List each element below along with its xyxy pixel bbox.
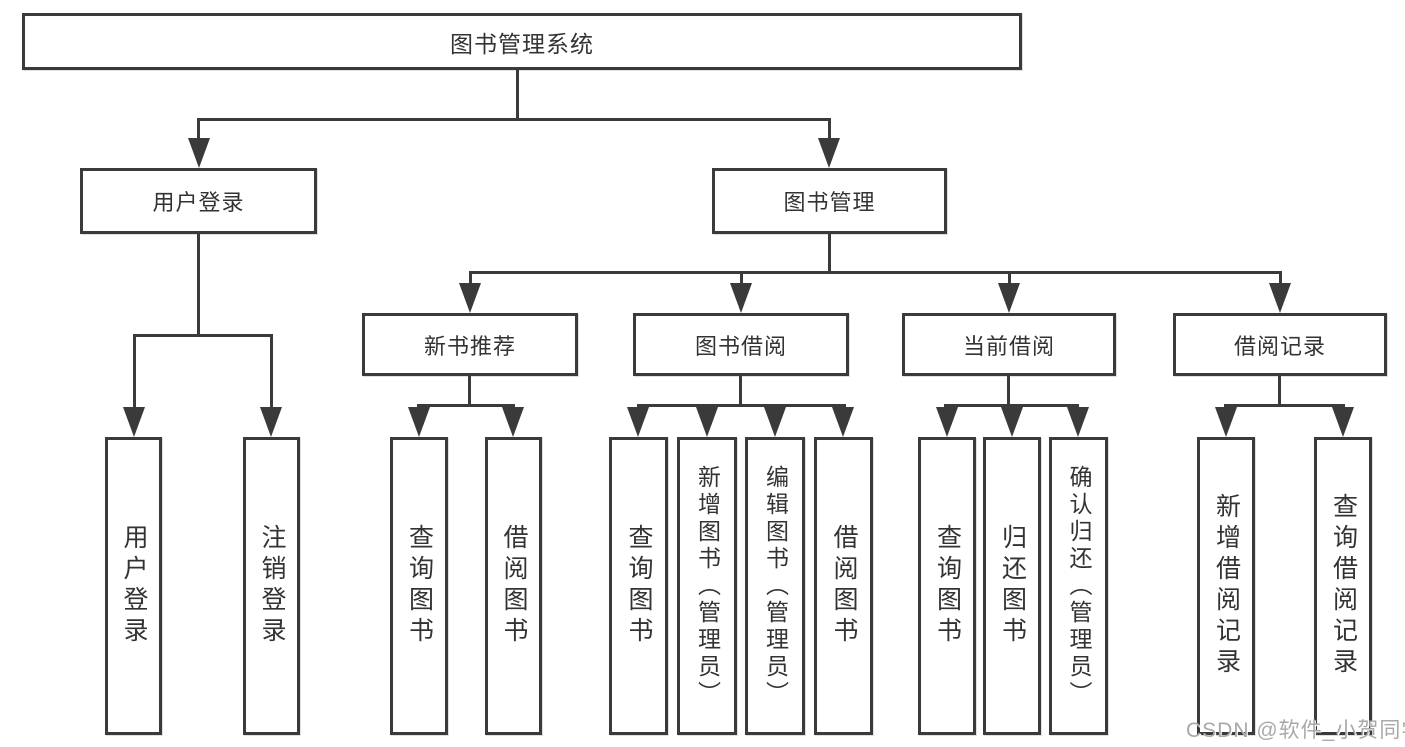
arrowhead-down-icon bbox=[123, 407, 145, 437]
leaf-label: 确认归还（管理员） bbox=[1066, 464, 1092, 708]
arrowhead-down-icon bbox=[998, 283, 1020, 313]
leaf-label: 新增图书（管理员） bbox=[694, 464, 721, 708]
leaf-logout-login: 注销登录 bbox=[243, 437, 300, 735]
arrowhead-down-icon bbox=[832, 407, 854, 437]
arrowhead-down-icon bbox=[459, 283, 481, 313]
connector-line bbox=[270, 334, 273, 407]
leaf-return-book: 归还图书 bbox=[983, 437, 1041, 735]
node-label: 图书借阅 bbox=[694, 333, 787, 359]
connector-line bbox=[197, 234, 200, 337]
leaf-borrow-books-borrowing: 借阅图书 bbox=[814, 437, 873, 735]
leaf-user-login: 用户登录 bbox=[105, 437, 162, 735]
connector-line bbox=[417, 404, 515, 407]
connector-line bbox=[469, 271, 1282, 274]
node-label: 借阅记录 bbox=[1233, 333, 1326, 359]
arrowhead-down-icon bbox=[936, 407, 958, 437]
leaf-add-book-admin: 新增图书（管理员） bbox=[677, 437, 737, 735]
leaf-query-books-borrowing: 查询图书 bbox=[609, 437, 668, 735]
node-label: 用户登录 bbox=[152, 190, 245, 215]
leaf-label: 查询图书 bbox=[933, 524, 962, 648]
node-label: 图书管理 bbox=[783, 190, 876, 215]
node-new-book-recommendation: 新书推荐 bbox=[362, 313, 578, 376]
leaf-confirm-return-admin: 确认归还（管理员） bbox=[1049, 437, 1108, 735]
connector-line bbox=[944, 404, 1079, 407]
leaf-query-books-recommend: 查询图书 bbox=[390, 437, 448, 735]
leaf-label: 查询图书 bbox=[405, 524, 434, 648]
arrowhead-down-icon bbox=[408, 407, 430, 437]
node-current-borrowing: 当前借阅 bbox=[902, 313, 1116, 376]
connector-line bbox=[637, 404, 846, 407]
connector-line bbox=[468, 376, 471, 406]
arrowhead-down-icon bbox=[1332, 407, 1354, 437]
leaf-label: 查询图书 bbox=[625, 524, 653, 648]
leaf-edit-book-admin: 编辑图书（管理员） bbox=[745, 437, 805, 735]
connector-line bbox=[740, 271, 743, 285]
leaf-label: 编辑图书（管理员） bbox=[762, 464, 789, 708]
connector-line bbox=[739, 376, 742, 406]
arrowhead-down-icon bbox=[260, 407, 282, 437]
arrowhead-down-icon bbox=[188, 138, 210, 168]
leaf-label: 查询借阅记录 bbox=[1329, 493, 1358, 679]
connector-line bbox=[516, 70, 519, 118]
arrowhead-down-icon bbox=[730, 283, 752, 313]
leaf-label: 新增借阅记录 bbox=[1212, 493, 1241, 679]
node-borrowing-records: 借阅记录 bbox=[1173, 313, 1387, 376]
node-book-borrowing: 图书借阅 bbox=[633, 313, 849, 376]
watermark: CSDN @软件_小贺同学 bbox=[1186, 719, 1405, 742]
leaf-query-borrow-record: 查询借阅记录 bbox=[1314, 437, 1372, 735]
arrowhead-down-icon bbox=[502, 407, 524, 437]
connector-line bbox=[828, 234, 831, 273]
node-label: 图书管理系统 bbox=[450, 30, 594, 57]
leaf-label: 归还图书 bbox=[998, 524, 1027, 648]
connector-line bbox=[828, 118, 831, 142]
arrowhead-down-icon bbox=[1067, 407, 1089, 437]
node-user-login: 用户登录 bbox=[80, 168, 317, 234]
node-label: 当前借阅 bbox=[962, 333, 1055, 359]
leaf-label: 借阅图书 bbox=[830, 524, 858, 648]
arrowhead-down-icon bbox=[1001, 407, 1023, 437]
node-book-management: 图书管理 bbox=[712, 168, 947, 234]
arrowhead-down-icon bbox=[1269, 283, 1291, 313]
arrowhead-down-icon bbox=[818, 138, 840, 168]
leaf-borrow-books-recommend: 借阅图书 bbox=[485, 437, 542, 735]
node-label: 新书推荐 bbox=[423, 333, 516, 359]
arrowhead-down-icon bbox=[627, 407, 649, 437]
leaf-label: 注销登录 bbox=[258, 524, 286, 648]
arrowhead-down-icon bbox=[696, 407, 718, 437]
connector-line bbox=[133, 334, 273, 337]
connector-line bbox=[1007, 376, 1010, 406]
connector-line bbox=[1008, 271, 1011, 285]
leaf-label: 用户登录 bbox=[120, 524, 148, 648]
connector-line bbox=[1278, 376, 1281, 406]
leaf-query-books-current: 查询图书 bbox=[918, 437, 976, 735]
connector-line bbox=[1224, 404, 1345, 407]
connector-line bbox=[197, 118, 831, 121]
connector-line bbox=[469, 271, 472, 285]
leaf-label: 借阅图书 bbox=[500, 524, 528, 648]
connector-line bbox=[133, 334, 136, 407]
node-library-management-system: 图书管理系统 bbox=[22, 13, 1022, 70]
arrowhead-down-icon bbox=[1215, 407, 1237, 437]
arrowhead-down-icon bbox=[764, 407, 786, 437]
leaf-add-borrow-record: 新增借阅记录 bbox=[1197, 437, 1255, 735]
connector-line bbox=[197, 118, 200, 142]
connector-line bbox=[1279, 271, 1282, 285]
